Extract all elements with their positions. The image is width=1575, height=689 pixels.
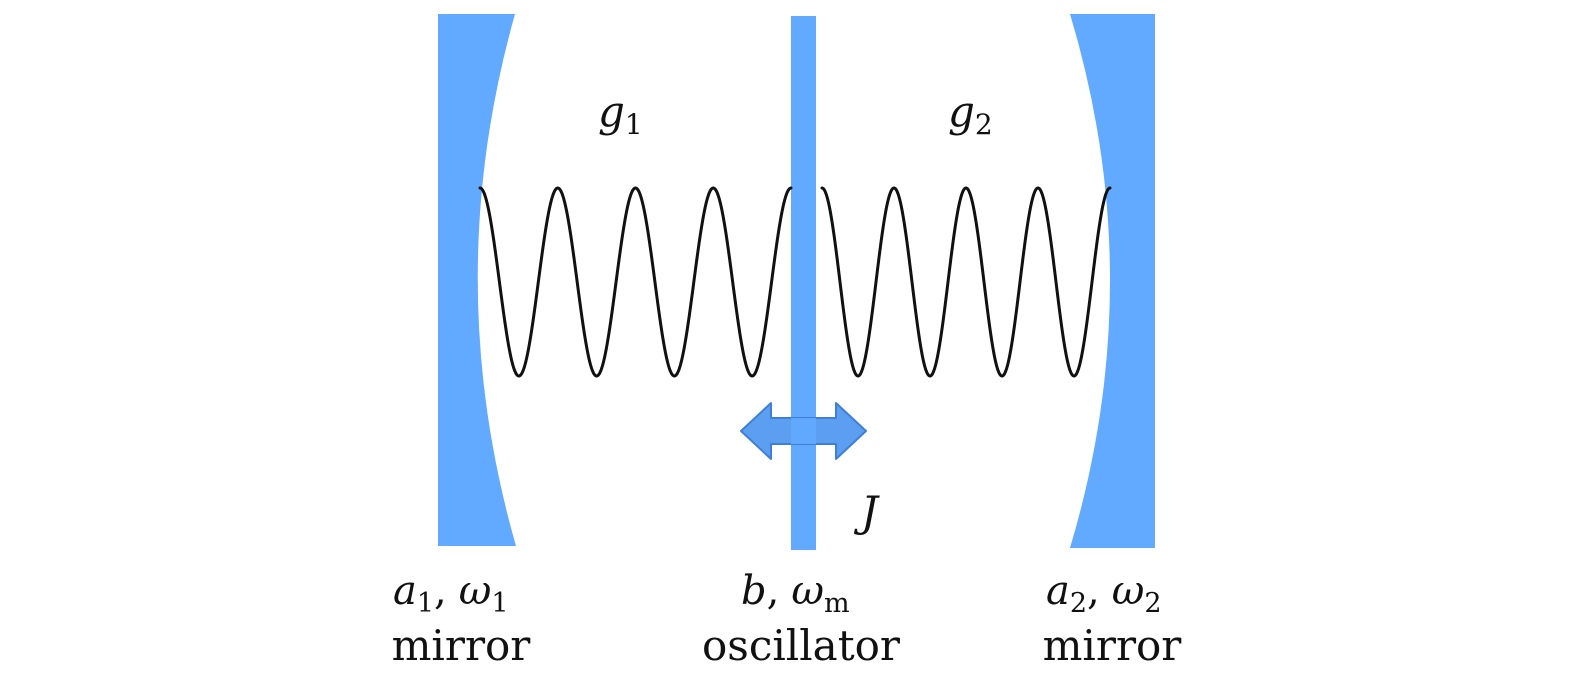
membrane-icon [791,16,816,550]
oscillator-caption: oscillator [702,621,901,670]
right-mirror-caption: mirror [1043,621,1183,670]
left-mirror-icon [438,14,516,546]
coupling-g1-label: g1 [598,87,643,141]
oscillator-mode-label: b,ωm [741,568,850,619]
hopping-j-label: J [853,487,880,536]
right-mirror-icon [1070,14,1155,548]
coupling-g2-label: g2 [948,87,993,141]
left-cavity-wave-icon [478,186,793,378]
left-mirror-mode-label: a1,ω1 [393,568,509,619]
membrane-front-icon [791,418,816,444]
right-cavity-wave-icon [820,186,1112,378]
left-mirror-caption: mirror [392,621,532,670]
right-mirror-mode-label: a2,ω2 [1046,568,1162,619]
